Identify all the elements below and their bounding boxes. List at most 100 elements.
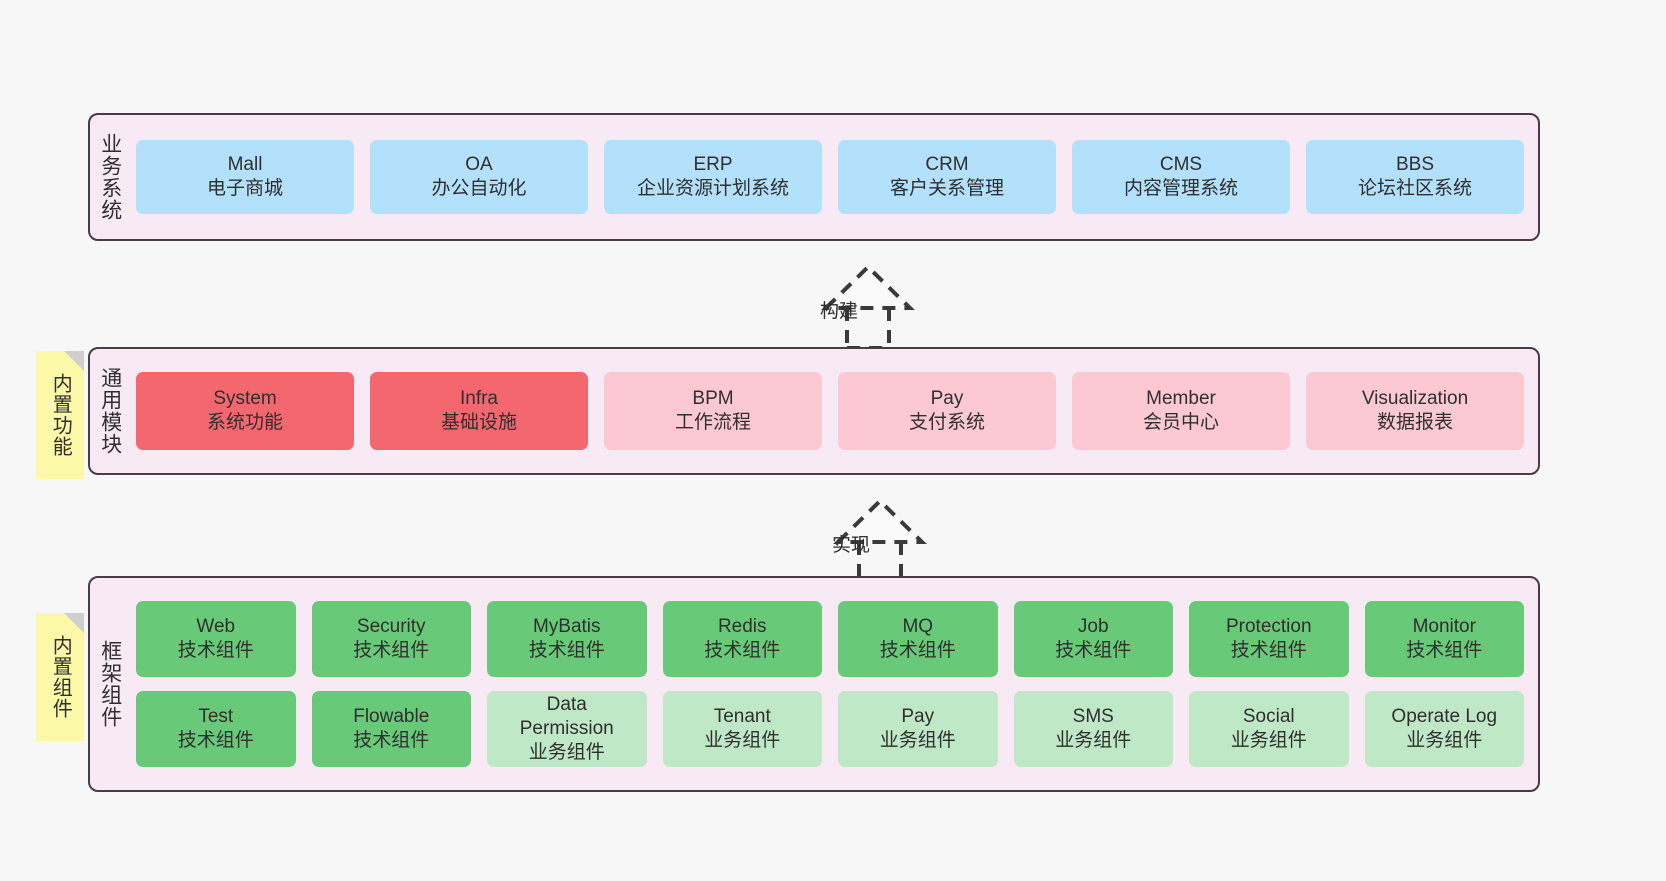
node-title: Monitor [1412, 616, 1476, 638]
node-title: Operate Log [1391, 706, 1498, 728]
layer-common-modules-title: 通用模块 [98, 367, 122, 455]
node-bpm[interactable]: BPM 工作流程 [604, 372, 822, 450]
connector-build-label: 构建 [820, 301, 859, 322]
node-title: Security [356, 616, 426, 638]
node-security[interactable]: Security 技术组件 [311, 601, 471, 677]
node-title: Infra [459, 388, 499, 410]
node-subtitle: 系统功能 [206, 412, 283, 433]
node-operate-log[interactable]: Operate Log 业务组件 [1364, 691, 1524, 767]
node-subtitle: 会员中心 [1142, 412, 1219, 433]
node-pay[interactable]: Pay 支付系统 [838, 372, 1056, 450]
node-member[interactable]: Member 会员中心 [1072, 372, 1290, 450]
node-erp[interactable]: ERP 企业资源计划系统 [604, 140, 822, 214]
node-title: Pay [901, 706, 935, 728]
node-mybatis[interactable]: MyBatis 技术组件 [487, 601, 647, 677]
layer-common-modules: 通用模块 System 系统功能 Infra 基础设施 BPM 工作流程 Pay… [88, 347, 1540, 475]
node-data-permission[interactable]: Data Permission 业务组件 [487, 691, 647, 767]
node-row: Test 技术组件 Flowable 技术组件 Data Permission … [136, 691, 1524, 767]
node-title: Protection [1225, 616, 1312, 638]
layer-business-systems-title: 业务系统 [98, 133, 122, 221]
node-subtitle: 技术组件 [177, 640, 254, 661]
sticky-note-builtin-components: 内置组件 [36, 613, 84, 741]
node-subtitle: 基础设施 [440, 412, 517, 433]
node-title: MyBatis [532, 616, 601, 638]
node-subtitle: 支付系统 [908, 412, 985, 433]
node-title: BPM [692, 388, 734, 410]
node-subtitle: 业务组件 [528, 741, 605, 763]
node-oa[interactable]: OA 办公自动化 [370, 140, 588, 214]
node-subtitle: 业务组件 [1406, 730, 1483, 751]
node-title: Mall [227, 154, 263, 176]
node-title: MQ [902, 616, 934, 638]
node-title: Member [1146, 388, 1216, 410]
node-title: CRM [925, 154, 969, 176]
node-title: Visualization [1361, 388, 1469, 410]
node-subtitle: 企业资源计划系统 [636, 178, 789, 199]
node-subtitle: 论坛社区系统 [1357, 178, 1472, 199]
node-subtitle: 技术组件 [353, 640, 430, 661]
node-flowable[interactable]: Flowable 技术组件 [311, 691, 471, 767]
node-title: Data Permission [519, 694, 614, 740]
node-row: Web 技术组件 Security 技术组件 MyBatis 技术组件 Redi… [136, 601, 1524, 677]
node-row: System 系统功能 Infra 基础设施 BPM 工作流程 Pay 支付系统… [136, 372, 1524, 450]
node-subtitle: 内容管理系统 [1123, 178, 1238, 199]
node-social[interactable]: Social 业务组件 [1189, 691, 1349, 767]
node-subtitle: 技术组件 [704, 640, 781, 661]
node-subtitle: 办公自动化 [431, 178, 527, 199]
sticky-note-builtin-features: 内置功能 [36, 351, 84, 479]
node-test[interactable]: Test 技术组件 [136, 691, 296, 767]
node-title: System [213, 388, 277, 410]
node-title: BBS [1395, 154, 1435, 176]
node-subtitle: 工作流程 [674, 412, 751, 433]
layer-framework-components-body: Web 技术组件 Security 技术组件 MyBatis 技术组件 Redi… [130, 578, 1538, 790]
node-pay-component[interactable]: Pay 业务组件 [838, 691, 998, 767]
node-tenant[interactable]: Tenant 业务组件 [662, 691, 822, 767]
node-row: Mall 电子商城 OA 办公自动化 ERP 企业资源计划系统 CRM 客户关系… [136, 140, 1524, 214]
node-monitor[interactable]: Monitor 技术组件 [1364, 601, 1524, 677]
node-bbs[interactable]: BBS 论坛社区系统 [1306, 140, 1524, 214]
layer-business-systems-body: Mall 电子商城 OA 办公自动化 ERP 企业资源计划系统 CRM 客户关系… [130, 115, 1538, 239]
node-title: Social [1242, 706, 1295, 728]
layer-business-systems: 业务系统 Mall 电子商城 OA 办公自动化 ERP 企业资源计划系统 CRM… [88, 113, 1540, 241]
node-sms[interactable]: SMS 业务组件 [1013, 691, 1173, 767]
node-title: Test [198, 706, 234, 728]
layer-framework-components-title: 框架组件 [98, 640, 122, 728]
node-job[interactable]: Job 技术组件 [1013, 601, 1173, 677]
node-cms[interactable]: CMS 内容管理系统 [1072, 140, 1290, 214]
node-title: Web [196, 616, 236, 638]
node-subtitle: 技术组件 [1055, 640, 1132, 661]
node-title: SMS [1072, 706, 1114, 728]
connector-implement-label: 实现 [832, 535, 871, 556]
node-infra[interactable]: Infra 基础设施 [370, 372, 588, 450]
node-system[interactable]: System 系统功能 [136, 372, 354, 450]
node-subtitle: 技术组件 [528, 640, 605, 661]
node-crm[interactable]: CRM 客户关系管理 [838, 140, 1056, 214]
node-title: Flowable [353, 706, 430, 728]
node-subtitle: 业务组件 [704, 730, 781, 751]
node-title: Redis [717, 616, 767, 638]
sticky-note-label: 内置组件 [49, 635, 72, 719]
node-subtitle: 电子商城 [206, 178, 283, 199]
node-mq[interactable]: MQ 技术组件 [838, 601, 998, 677]
node-visualization[interactable]: Visualization 数据报表 [1306, 372, 1524, 450]
node-subtitle: 技术组件 [879, 640, 956, 661]
node-title: Tenant [713, 706, 771, 728]
node-mall[interactable]: Mall 电子商城 [136, 140, 354, 214]
node-title: OA [465, 154, 493, 176]
connector-build: 构建 [758, 258, 938, 350]
node-title: Pay [930, 388, 964, 410]
node-subtitle: 业务组件 [879, 730, 956, 751]
node-subtitle: 数据报表 [1376, 412, 1453, 433]
node-subtitle: 技术组件 [1230, 640, 1307, 661]
layer-common-modules-body: System 系统功能 Infra 基础设施 BPM 工作流程 Pay 支付系统… [130, 349, 1538, 473]
node-title: ERP [693, 154, 733, 176]
node-web[interactable]: Web 技术组件 [136, 601, 296, 677]
sticky-note-label: 内置功能 [49, 373, 72, 457]
connector-implement: 实现 [770, 492, 950, 584]
node-subtitle: 业务组件 [1055, 730, 1132, 751]
node-subtitle: 业务组件 [1230, 730, 1307, 751]
node-redis[interactable]: Redis 技术组件 [662, 601, 822, 677]
node-protection[interactable]: Protection 技术组件 [1189, 601, 1349, 677]
node-subtitle: 技术组件 [353, 730, 430, 751]
node-subtitle: 客户关系管理 [889, 178, 1004, 199]
